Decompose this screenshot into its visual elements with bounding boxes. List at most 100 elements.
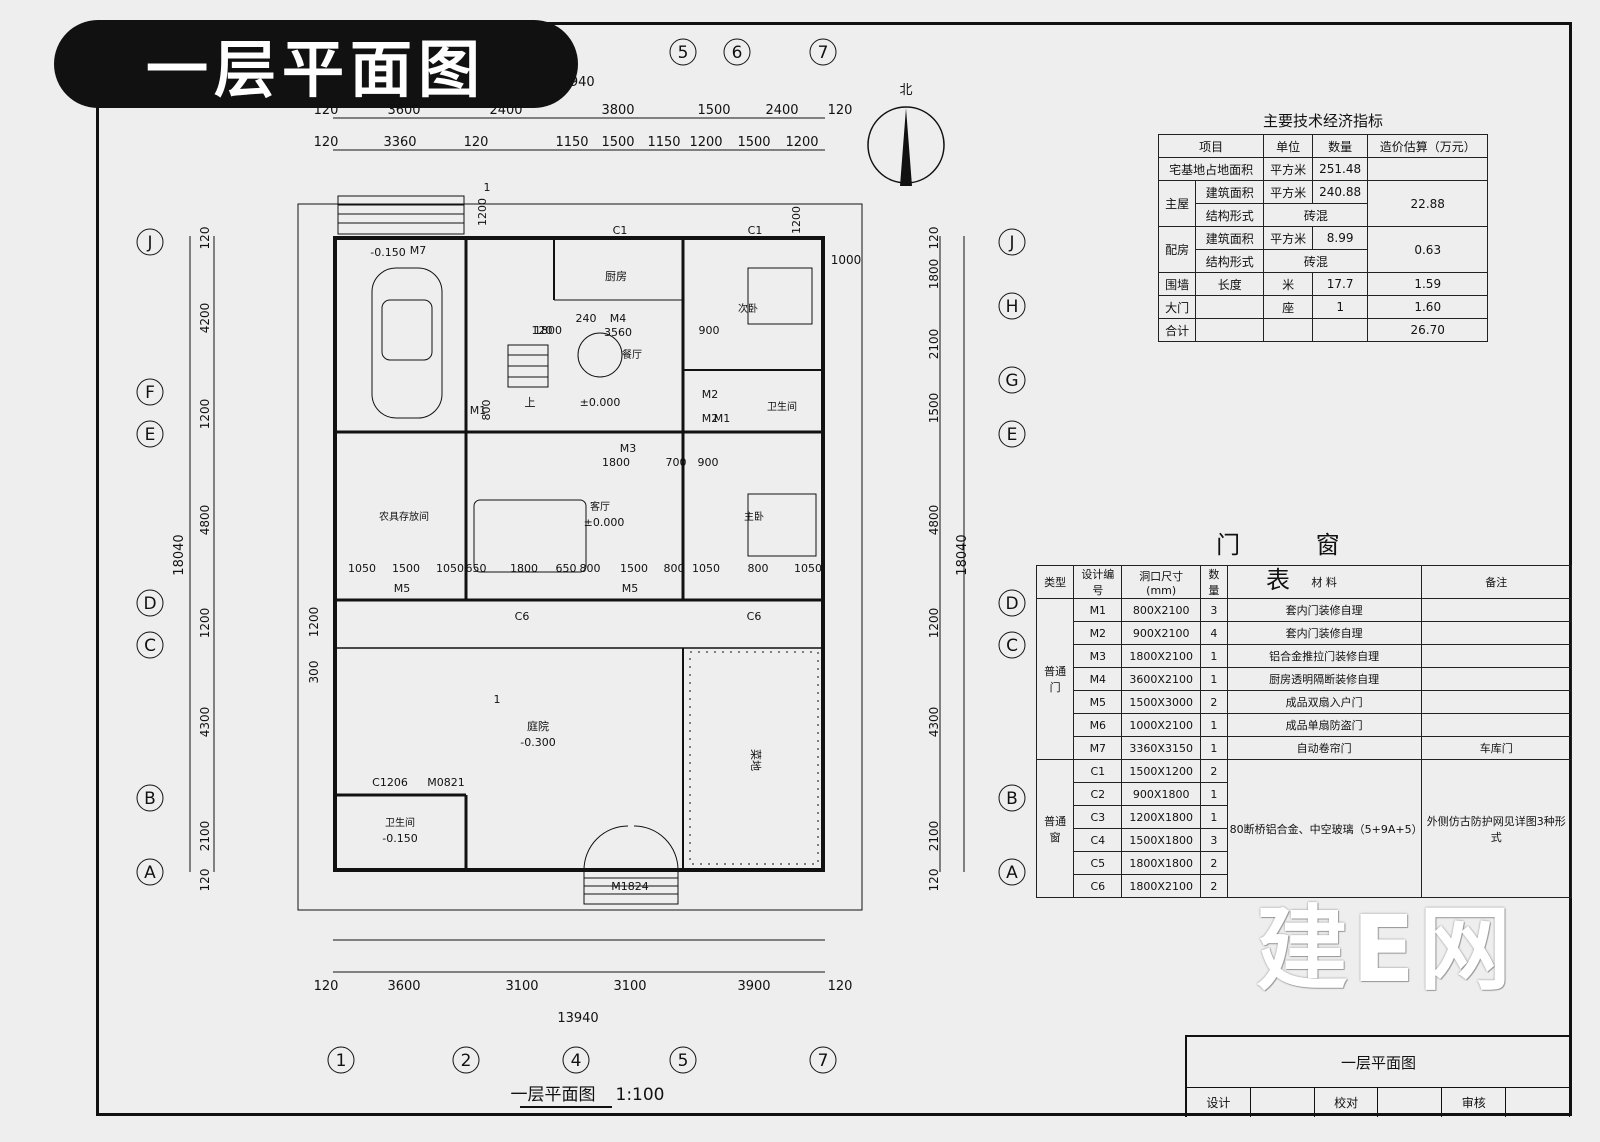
table-cell: 1 [1200,805,1228,829]
table-cell: C4 [1073,828,1123,852]
room-level-courtyard: -0.300 [520,736,555,749]
dim-top: 1500 [697,103,730,118]
dim-misc: 1050 [692,562,720,575]
room-name-garden: 菜地 [749,749,762,771]
table-cell [1367,157,1488,181]
room-name-kitchen: 厨房 [605,270,627,283]
table-cell: 1 [1200,782,1228,806]
plan-scale: 1:100 [616,1085,665,1105]
table-cell [1420,644,1573,668]
axis-left-D: D [143,594,156,614]
table-cell: 座 [1263,295,1313,319]
door-window-tag: 3560 [604,326,632,339]
table-cell: 成品单扇防盗门 [1226,713,1422,737]
north-arrow-icon [867,106,945,186]
dim-right-total: 18040 [955,534,970,575]
axis-left-J-bubble [136,228,164,256]
table-cell: 2 [1200,759,1228,783]
table-group: 普通门 [1035,598,1075,760]
dim-left: 4200 [198,303,212,334]
room-name-toilet-upper: 卫生间 [767,400,797,413]
table-cell: 1 [1200,644,1228,668]
dim-right: 120 [927,227,941,250]
axis-right-B: B [1006,789,1018,809]
table-cell: 22.88 [1367,180,1488,227]
axis-right-A-bubble [998,858,1026,886]
dim-right: 120 [927,869,941,892]
axis-top-7: 7 [818,43,829,63]
table-row: 结构形式砖混 [1159,203,1488,227]
table-cell: 1 [1200,667,1228,691]
dim-right: 2100 [927,329,941,360]
dim-misc: 1050 [436,562,464,575]
table-cell: 结构形式 [1195,203,1265,227]
table-cell: 1.59 [1367,272,1488,296]
table-header: 单位 [1263,134,1313,158]
table-header: 洞口尺寸(mm) [1121,565,1202,599]
axis-right-E: E [1007,425,1018,445]
door-window-tag: M2 [702,412,719,425]
axis-right-D: D [1005,594,1018,614]
dim-left: 1200 [198,608,212,639]
dim-left: 4300 [198,707,212,738]
table-cell: 车库门 [1420,736,1573,760]
table-cell: 2 [1200,690,1228,714]
table-cell: 3 [1200,598,1228,622]
axis-top-6: 6 [732,43,743,63]
table-cell: 0.63 [1367,226,1488,273]
table-cell: C5 [1073,851,1123,875]
table-cell: M7 [1073,736,1123,760]
table-cell: 长度 [1195,272,1265,296]
dim-top: 1200 [785,135,818,150]
axis-left-F-bubble [136,378,164,406]
axis-bottom-4-bubble [562,1046,590,1074]
dim-misc: 700 [666,456,687,469]
dim-bottom: 3100 [613,979,646,994]
dim-top: 2400 [765,103,798,118]
dim-top-total: 13940 [553,75,594,90]
room-level-dining: ±0.000 [580,396,621,409]
table-cell: M2 [1073,621,1123,645]
dim-left: 4800 [198,505,212,536]
dim-misc: 1800 [510,562,538,575]
table-cell [1420,598,1573,622]
bed-icon-master [747,493,817,557]
table-cell: 8.99 [1311,226,1369,250]
exterior-wall [333,236,825,872]
table-cell: 成品双扇入户门 [1226,690,1422,714]
axis-top-7-bubble [809,38,837,66]
axis-right-A: A [1006,863,1018,883]
axis-right-J: J [1008,233,1014,253]
table-cell: 1800X2100 [1121,644,1202,668]
axis-left-E-bubble [136,420,164,448]
table-cell: C2 [1073,782,1123,806]
table-cell [1420,690,1573,714]
table-cell: M4 [1073,667,1123,691]
dim-left-inner: 1200 [307,607,321,638]
table-cell: 4 [1200,621,1228,645]
door-window-tag: 1 [494,693,501,706]
door-window-tag: M5 [622,582,639,595]
dim-bottom: 3600 [387,979,420,994]
table-cell [1420,667,1573,691]
dim-top: 120 [828,103,853,118]
dim-misc: 800 [664,562,685,575]
check-signature [1378,1087,1443,1117]
table-cell: 3600X2100 [1121,667,1202,691]
dim-misc: 900 [699,324,720,337]
dim-top: 120 [464,135,489,150]
table-cell: 套内门装修自理 [1226,621,1422,645]
north-label: 北 [899,83,912,98]
table-header: 备注 [1420,565,1573,599]
axis-right-D-bubble [998,589,1026,617]
dining-table-icon [577,332,623,378]
table-cell: 米 [1263,272,1313,296]
